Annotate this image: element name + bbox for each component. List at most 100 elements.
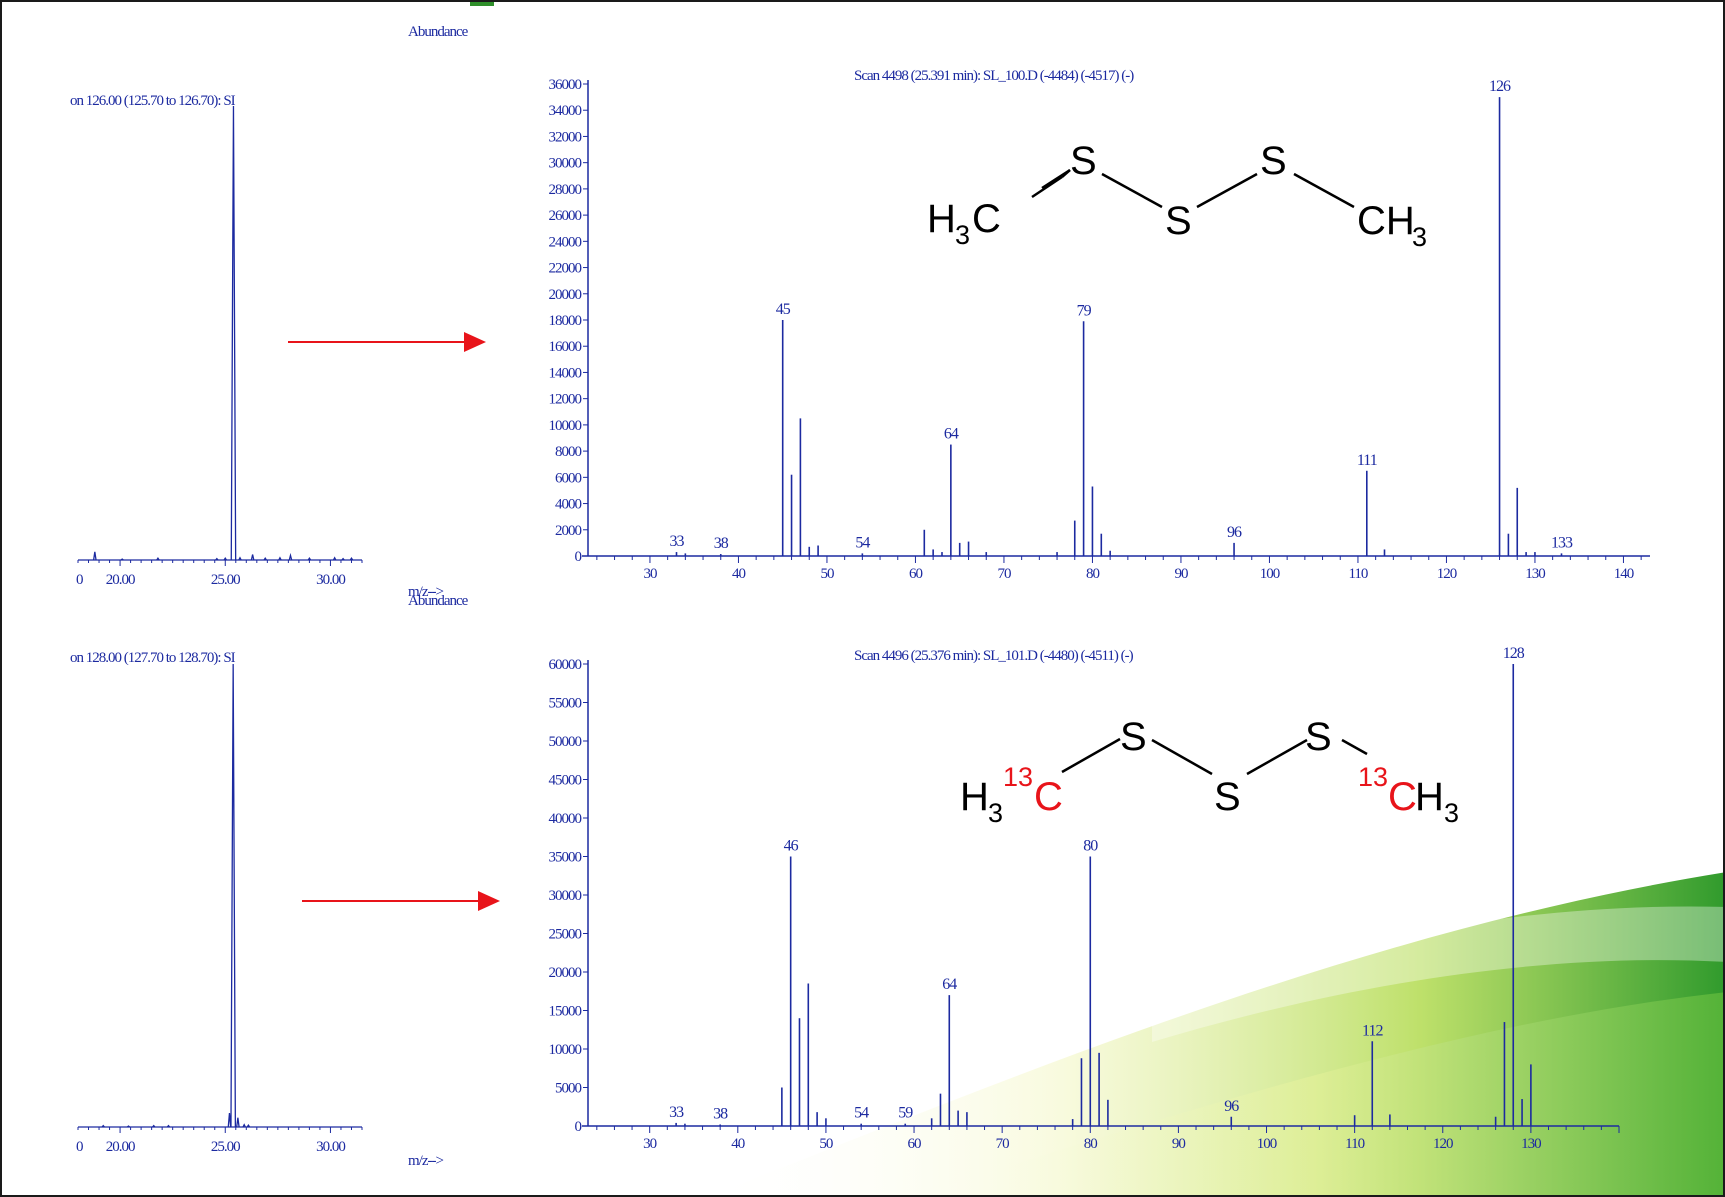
- x-tick-label: 70: [997, 566, 1011, 582]
- y-tick-label: 6000: [555, 470, 582, 486]
- bottom-s3: S: [1305, 715, 1332, 759]
- top-ch3-sub: 3: [1412, 222, 1427, 252]
- chromatogram-tick-label: 25.00: [211, 1139, 240, 1155]
- peak-label: 64: [942, 976, 957, 993]
- top-h3c-c: C: [972, 197, 1001, 241]
- y-tick-label: 0: [575, 549, 582, 565]
- y-tick-label: 10000: [549, 1042, 582, 1058]
- y-tick-label: 10000: [549, 418, 582, 434]
- y-tick-label: 2000: [555, 523, 582, 539]
- top-ch3-ch: CH: [1357, 199, 1415, 243]
- chromatogram-trace: [92, 105, 354, 561]
- peak-label: 33: [670, 533, 685, 550]
- y-tick-label: 8000: [555, 444, 582, 460]
- x-tick-label: 110: [1348, 566, 1367, 582]
- peak-label: 96: [1227, 524, 1242, 541]
- peak-label: 59: [898, 1105, 913, 1122]
- chromatogram-tick-label: 30.00: [316, 572, 345, 588]
- y-tick-label: 15000: [549, 1004, 582, 1020]
- chromatogram-tick-label: 30.00: [316, 1139, 345, 1155]
- peak-label: 133: [1551, 534, 1573, 551]
- peak-label: 54: [855, 534, 870, 551]
- bottom-right-h: H: [1415, 775, 1444, 819]
- y-tick-label: 4000: [555, 497, 582, 513]
- peak-label: 64: [944, 426, 959, 443]
- x-tick-label: 130: [1525, 566, 1545, 582]
- peak-label: 38: [714, 535, 729, 552]
- x-tick-label: 40: [732, 566, 746, 582]
- x-tick-label: 70: [996, 1136, 1010, 1152]
- bottom-right-sub: 3: [1444, 798, 1459, 828]
- bottom-chromatogram-header: on 128.00 (127.70 to 128.70): SI: [70, 650, 236, 666]
- bottom-h3c-h: H: [960, 775, 989, 819]
- x-tick-label: 50: [819, 1136, 833, 1152]
- top-s2: S: [1165, 199, 1192, 243]
- chromatogram-tick-label: 20.00: [106, 572, 135, 588]
- y-tick-label: 24000: [549, 234, 582, 250]
- top-h3c-sub: 3: [955, 220, 970, 250]
- x-tick-label: 80: [1084, 1136, 1098, 1152]
- x-tick-label: 40: [731, 1136, 745, 1152]
- y-tick-label: 20000: [549, 965, 582, 981]
- x-tick-label: 90: [1172, 1136, 1186, 1152]
- y-tick-label: 60000: [549, 657, 582, 673]
- chromatogram-tick-label: 0: [76, 572, 83, 588]
- chromatogram-tick-label: 0: [76, 1139, 83, 1155]
- peak-label: 54: [854, 1105, 869, 1122]
- x-tick-label: 120: [1433, 1136, 1453, 1152]
- y-tick-label: 0: [575, 1119, 582, 1135]
- x-tick-label: 30: [643, 566, 657, 582]
- chromatogram-trace: [101, 663, 251, 1128]
- bottom-arrow: [302, 891, 500, 911]
- y-tick-label: 30000: [549, 156, 582, 172]
- x-tick-label: 30: [643, 1136, 657, 1152]
- peak-label: 79: [1077, 302, 1092, 319]
- chromatogram-tick-label: 25.00: [211, 572, 240, 588]
- y-tick-label: 28000: [549, 182, 582, 198]
- peak-label: 33: [669, 1104, 684, 1121]
- peak-label: 128: [1503, 645, 1525, 662]
- bottom-mz-label: m/z-->: [408, 1153, 443, 1169]
- top-s1: S: [1070, 139, 1097, 183]
- bottom-s2: S: [1214, 775, 1241, 819]
- peak-label: 80: [1083, 838, 1098, 855]
- x-tick-label: 140: [1614, 566, 1634, 582]
- bottom-right-c: C: [1388, 775, 1417, 819]
- top-chromatogram-header: on 126.00 (125.70 to 126.70): SI: [70, 93, 236, 109]
- peak-label: 38: [713, 1105, 728, 1122]
- top-h3c-h: H: [927, 197, 956, 241]
- x-tick-label: 110: [1345, 1136, 1364, 1152]
- x-tick-label: 100: [1257, 1136, 1277, 1152]
- y-tick-label: 12000: [549, 392, 582, 408]
- y-tick-label: 45000: [549, 773, 582, 789]
- header-marker: [470, 2, 494, 6]
- top-arrow: [288, 332, 486, 352]
- bottom-spectrum-title: Scan 4496 (25.376 min): SL_101.D (-4480)…: [854, 648, 1134, 664]
- bottom-left-c: C: [1034, 775, 1063, 819]
- x-tick-label: 130: [1521, 1136, 1541, 1152]
- y-tick-label: 20000: [549, 287, 582, 303]
- y-tick-label: 50000: [549, 734, 582, 750]
- y-tick-label: 35000: [549, 850, 582, 866]
- x-tick-label: 60: [909, 566, 923, 582]
- y-tick-label: 26000: [549, 208, 582, 224]
- peak-label: 112: [1362, 1022, 1383, 1039]
- peak-label: 45: [776, 301, 791, 318]
- y-tick-label: 36000: [549, 77, 582, 93]
- y-tick-label: 30000: [549, 888, 582, 904]
- y-tick-label: 55000: [549, 696, 582, 712]
- x-tick-label: 90: [1174, 566, 1188, 582]
- peak-label: 111: [1357, 452, 1378, 469]
- x-tick-label: 120: [1437, 566, 1457, 582]
- top-s3: S: [1260, 139, 1287, 183]
- y-tick-label: 40000: [549, 811, 582, 827]
- bottom-iso-left: 13: [1003, 762, 1033, 792]
- bottom-iso-right: 13: [1358, 762, 1388, 792]
- y-tick-label: 5000: [555, 1081, 582, 1097]
- y-tick-label: 18000: [549, 313, 582, 329]
